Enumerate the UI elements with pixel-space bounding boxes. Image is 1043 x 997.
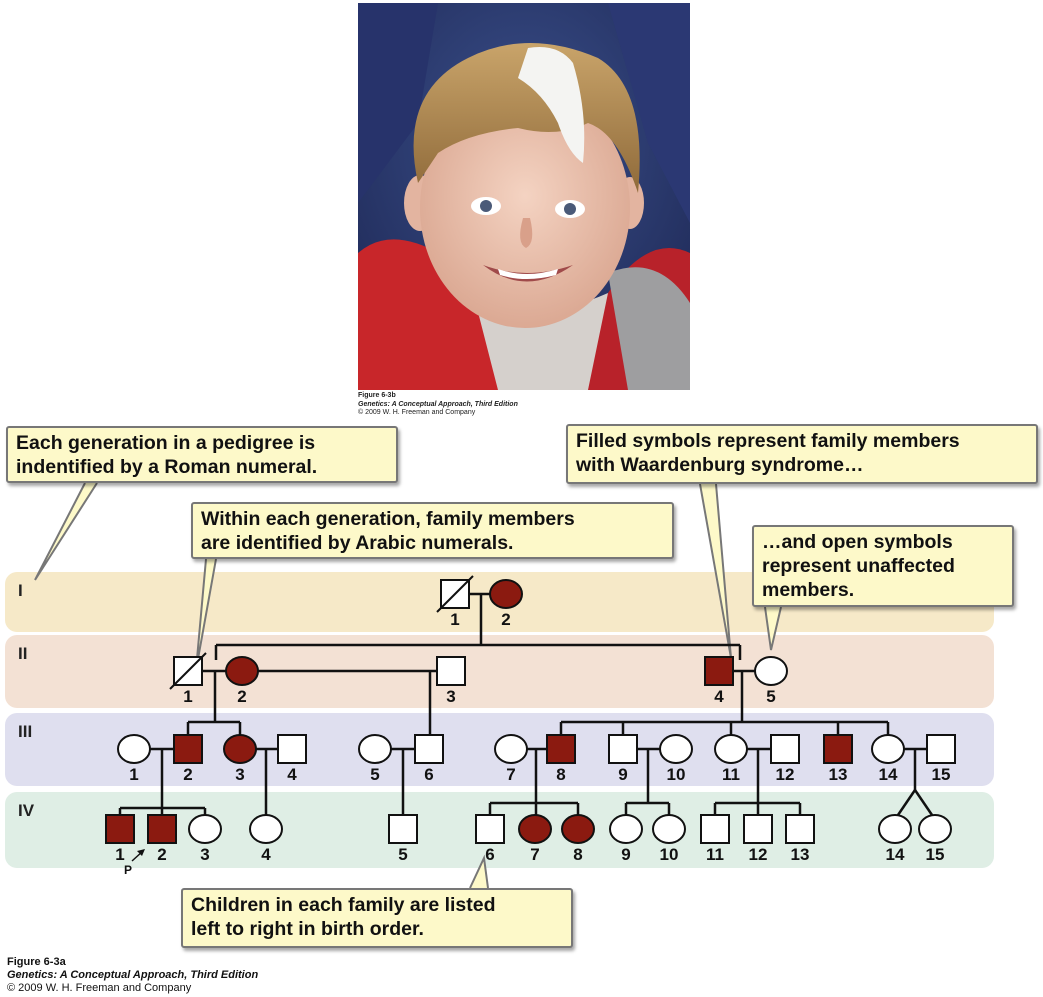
individual-IV-12-number: 12 (749, 845, 768, 864)
figure-caption-figure: Figure 6-3a (7, 956, 258, 969)
individual-III-11-number: 11 (722, 765, 740, 784)
individual-I-1-number: 1 (450, 610, 459, 629)
individual-III-1-number: 1 (129, 765, 138, 784)
callout-arabic-numeral: Within each generation, family members a… (191, 502, 674, 559)
individual-II-5-number: 5 (766, 687, 775, 706)
individual-III-12-number: 12 (776, 765, 795, 784)
callout-filled-line-1: Filled symbols represent family members (576, 429, 1028, 453)
callout-children-line-1: Children in each family are listed (191, 893, 563, 917)
individual-IV-13-square (786, 815, 814, 843)
individual-II-3-number: 3 (446, 687, 455, 706)
individual-III-11-circle (715, 735, 747, 763)
individual-II-5-circle (755, 657, 787, 685)
callout-open-line-1: …and open symbols (762, 530, 1004, 554)
individual-IV-6-number: 6 (485, 845, 494, 864)
individual-IV-13-number: 13 (791, 845, 810, 864)
individual-III-13-square (824, 735, 852, 763)
individual-II-2-number: 2 (237, 687, 246, 706)
individual-IV-2-square (148, 815, 176, 843)
individual-IV-6-square (476, 815, 504, 843)
individual-IV-7-number: 7 (530, 845, 539, 864)
individual-III-8-number: 8 (556, 765, 565, 784)
individual-IV-5-square (389, 815, 417, 843)
individual-IV-8-number: 8 (573, 845, 582, 864)
callout-filled-line-2: with Waardenburg syndrome… (576, 453, 1028, 477)
individual-IV-3-circle (189, 815, 221, 843)
callout-roman-numeral: Each generation in a pedigree is indenti… (6, 426, 398, 483)
callout-arabic-line-2: are identified by Arabic numerals. (201, 531, 664, 555)
individual-III-2-number: 2 (183, 765, 192, 784)
individual-III-9-square (609, 735, 637, 763)
individual-IV-1-number: 1 (115, 845, 124, 864)
individual-III-7-circle (495, 735, 527, 763)
individual-III-12-square (771, 735, 799, 763)
callout-open-symbols: …and open symbols represent unaffected m… (752, 525, 1014, 607)
individual-IV-10-number: 10 (660, 845, 679, 864)
individual-III-6-square (415, 735, 443, 763)
generation-numeral-III: III (18, 722, 32, 741)
individual-IV-7-circle (519, 815, 551, 843)
individual-IV-2-number: 2 (157, 845, 166, 864)
individual-II-3-square (437, 657, 465, 685)
callout-roman-line-2: indentified by a Roman numeral. (16, 455, 388, 479)
individual-IV-4-circle (250, 815, 282, 843)
individual-IV-11-square (701, 815, 729, 843)
individual-III-3-circle (224, 735, 256, 763)
figure-caption-copyright: © 2009 W. H. Freeman and Company (7, 982, 258, 995)
individual-III-10-number: 10 (667, 765, 686, 784)
individual-IV-14-circle (879, 815, 911, 843)
individual-II-2-circle (226, 657, 258, 685)
individual-II-1-number: 1 (183, 687, 192, 706)
individual-III-3-number: 3 (235, 765, 244, 784)
individual-IV-11-number: 11 (706, 845, 724, 864)
callout-roman-line-1: Each generation in a pedigree is (16, 431, 388, 455)
individual-IV-1-square (106, 815, 134, 843)
individual-III-5-number: 5 (370, 765, 379, 784)
individual-IV-12-square (744, 815, 772, 843)
figure-caption: Figure 6-3a Genetics: A Conceptual Appro… (7, 956, 258, 995)
callout-children-line-2: left to right in birth order. (191, 917, 563, 941)
individual-III-13-number: 13 (829, 765, 848, 784)
individual-IV-3-number: 3 (200, 845, 209, 864)
individual-IV-5-number: 5 (398, 845, 407, 864)
callout-filled-symbols: Filled symbols represent family members … (566, 424, 1038, 484)
individual-III-4-number: 4 (287, 765, 297, 784)
individual-I-2-circle (490, 580, 522, 608)
individual-II-4-number: 4 (714, 687, 724, 706)
generation-numeral-II: II (18, 644, 27, 663)
individual-IV-4-number: 4 (261, 845, 271, 864)
callout-roman-pointer (35, 483, 97, 580)
individual-III-9-number: 9 (618, 765, 627, 784)
individual-III-10-circle (660, 735, 692, 763)
individual-II-4-square (705, 657, 733, 685)
individual-IV-10-circle (653, 815, 685, 843)
individual-III-5-circle (359, 735, 391, 763)
callout-open-line-2: represent unaffected (762, 554, 1004, 578)
callout-birth-order: Children in each family are listed left … (181, 888, 573, 948)
generation-numeral-I: I (18, 581, 23, 600)
individual-I-2-number: 2 (501, 610, 510, 629)
individual-IV-14-number: 14 (886, 845, 905, 864)
individual-III-4-square (278, 735, 306, 763)
individual-IV-15-number: 15 (926, 845, 945, 864)
figure-caption-book: Genetics: A Conceptual Approach, Third E… (7, 969, 258, 982)
individual-IV-9-number: 9 (621, 845, 630, 864)
callout-open-line-3: members. (762, 578, 1004, 602)
callout-arabic-line-1: Within each generation, family members (201, 507, 664, 531)
individual-III-14-number: 14 (879, 765, 898, 784)
individual-III-8-square (547, 735, 575, 763)
proband-label: P (124, 863, 132, 877)
individual-III-2-square (174, 735, 202, 763)
generation-numeral-IV: IV (18, 801, 35, 820)
individual-III-1-circle (118, 735, 150, 763)
individual-III-7-number: 7 (506, 765, 515, 784)
individual-III-14-circle (872, 735, 904, 763)
individual-III-15-number: 15 (932, 765, 951, 784)
individual-IV-8-circle (562, 815, 594, 843)
individual-IV-9-circle (610, 815, 642, 843)
individual-IV-15-circle (919, 815, 951, 843)
individual-III-15-square (927, 735, 955, 763)
individual-III-6-number: 6 (424, 765, 433, 784)
